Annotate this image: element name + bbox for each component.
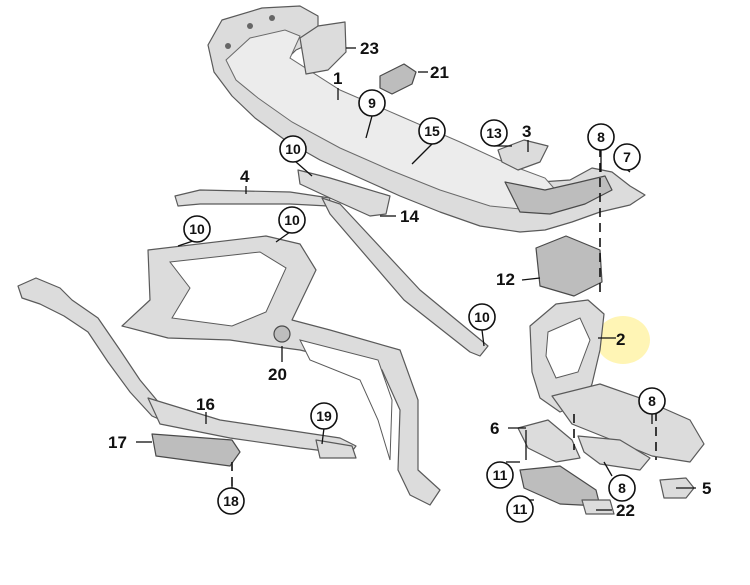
callout-2: 2 xyxy=(616,330,625,349)
callout-10-a: 10 xyxy=(285,141,301,157)
callout-10-c: 10 xyxy=(284,212,300,228)
callout-4: 4 xyxy=(240,167,250,186)
circled-callout-18: 18 xyxy=(217,487,245,515)
part-12-box xyxy=(535,235,603,297)
callout-17: 17 xyxy=(108,433,127,452)
circled-callout-10-a: 10 xyxy=(279,135,307,163)
part-22-clip xyxy=(581,499,615,515)
callout-10-d: 10 xyxy=(474,309,490,325)
callout-9: 9 xyxy=(368,95,376,111)
callout-14: 14 xyxy=(400,207,419,226)
part-2-vertical-bracket xyxy=(529,299,605,413)
part-4-strut xyxy=(174,189,331,207)
callout-8-bottom: 8 xyxy=(618,480,626,496)
callout-8-top: 8 xyxy=(597,129,605,145)
part-14-brace xyxy=(297,169,391,217)
callout-11-b: 11 xyxy=(513,501,528,517)
part-21-clip xyxy=(379,63,417,95)
callout-20: 20 xyxy=(268,365,287,384)
part-10-diagonal-strut xyxy=(321,197,489,357)
circled-callout-7: 7 xyxy=(613,143,641,171)
callout-6: 6 xyxy=(490,419,499,438)
callout-11-a: 11 xyxy=(493,467,508,483)
callout-21: 21 xyxy=(430,63,449,82)
circled-callout-19: 19 xyxy=(310,402,338,430)
circled-callout-9: 9 xyxy=(358,89,386,117)
part-23-bracket xyxy=(299,21,347,75)
part-8-bracket xyxy=(577,435,651,471)
circled-callout-10-b: 10 xyxy=(183,215,211,243)
circled-callout-8-bottom: 8 xyxy=(608,474,636,502)
circled-callout-13: 13 xyxy=(480,119,508,147)
part-13-bracket xyxy=(497,139,549,171)
callout-19: 19 xyxy=(316,408,332,424)
circled-callout-8-right: 8 xyxy=(638,387,666,415)
circled-callout-10-c: 10 xyxy=(278,206,306,234)
callout-18: 18 xyxy=(223,493,239,509)
callout-5: 5 xyxy=(702,479,711,498)
circled-callout-10-d: 10 xyxy=(468,303,496,331)
circled-callout-15: 15 xyxy=(418,117,446,145)
callout-8-right: 8 xyxy=(648,393,656,409)
part-bracket-lower-right xyxy=(551,383,705,463)
part-20-front-frame xyxy=(121,235,441,506)
part-6-bracket xyxy=(517,419,581,463)
callout-13: 13 xyxy=(486,125,502,141)
circled-callout-11-a: 11 xyxy=(486,461,514,489)
callout-3: 3 xyxy=(522,122,531,141)
callout-23: 23 xyxy=(360,39,379,58)
callout-16: 16 xyxy=(196,395,215,414)
callout-15: 15 xyxy=(424,123,440,139)
callout-10-b: 10 xyxy=(189,221,205,237)
callout-1: 1 xyxy=(333,69,342,88)
highlight-part-2 xyxy=(596,316,650,364)
callout-12: 12 xyxy=(496,270,515,289)
part-16-lower-strut xyxy=(17,277,357,467)
callout-22: 22 xyxy=(616,501,635,520)
circled-callout-11-b: 11 xyxy=(506,495,534,523)
callout-7: 7 xyxy=(623,149,631,165)
circled-callout-8-top: 8 xyxy=(587,123,615,151)
part-1-upper-cross-member xyxy=(207,5,646,233)
